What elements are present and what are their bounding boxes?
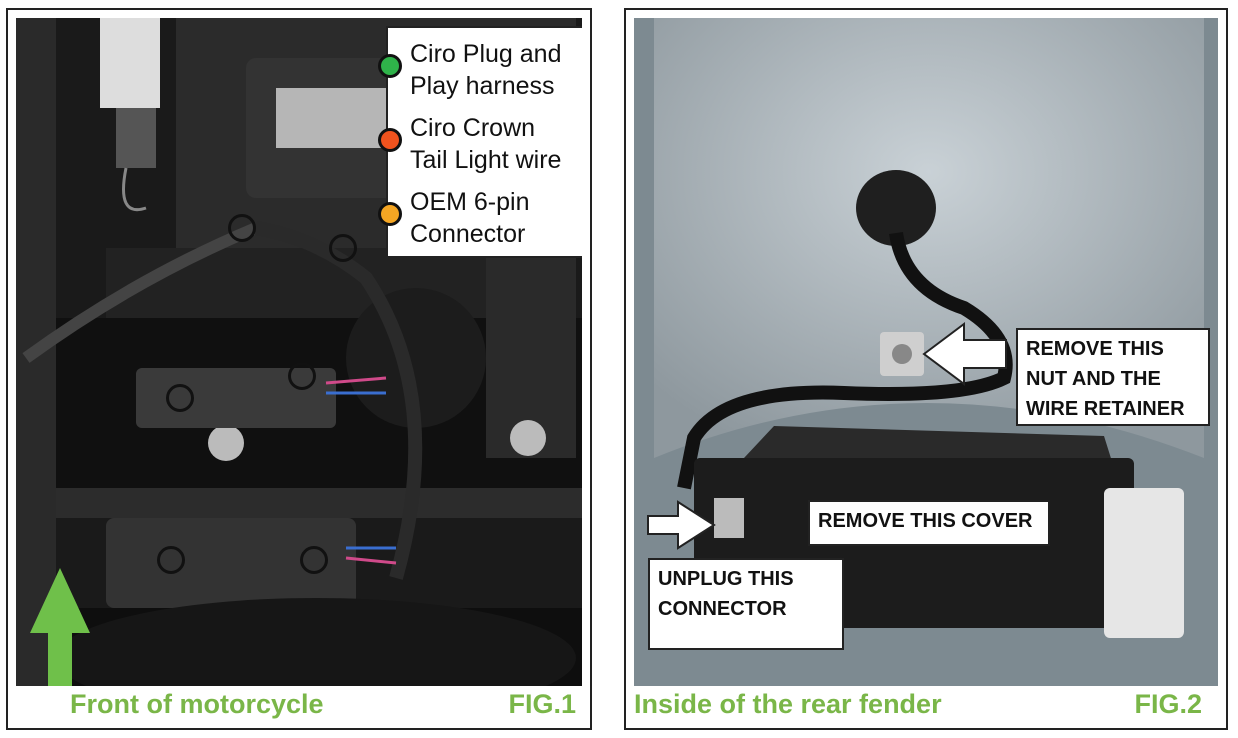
arrow-right-icon xyxy=(647,500,716,550)
legend-item-tail-light: Ciro Crown Tail Light wire xyxy=(378,112,582,176)
remove-cover-label: REMOVE THIS COVER xyxy=(808,500,1050,546)
marker-oem-connector-1 xyxy=(166,384,194,412)
marker-tail-light-wire xyxy=(228,214,256,242)
legend-item-plug-and-play: Ciro Plug and Play harness xyxy=(378,38,582,102)
figure-2-label: FIG.2 xyxy=(1134,689,1202,719)
arrow-left-icon xyxy=(922,322,1007,386)
legend-box: Ciro Plug and Play harness Ciro Crown Ta… xyxy=(378,26,582,258)
orange-dot-icon xyxy=(378,202,402,226)
figure-2-photo: REMOVE THIS NUT AND THE WIRE RETAINER RE… xyxy=(634,18,1218,686)
red-orange-dot-icon xyxy=(378,128,402,152)
marker-plug-and-play-2 xyxy=(288,362,316,390)
unplug-connector-label: UNPLUG THIS CONNECTOR xyxy=(648,558,844,650)
green-dot-icon xyxy=(378,54,402,78)
marker-oem-connector-2 xyxy=(157,546,185,574)
marker-plug-and-play-1 xyxy=(329,234,357,262)
figure-1-photo: Ciro Plug and Play harness Ciro Crown Ta… xyxy=(16,18,582,686)
remove-nut-label: REMOVE THIS NUT AND THE WIRE RETAINER xyxy=(1016,328,1210,426)
marker-plug-and-play-3 xyxy=(300,546,328,574)
figure-1-panel: Ciro Plug and Play harness Ciro Crown Ta… xyxy=(6,8,592,730)
front-arrow-icon xyxy=(30,568,90,686)
legend-item-oem-connector: OEM 6-pin Connector xyxy=(378,186,582,250)
figure-1-caption: Front of motorcycle xyxy=(70,689,324,719)
figure-2-panel: REMOVE THIS NUT AND THE WIRE RETAINER RE… xyxy=(624,8,1228,730)
figure-1-label: FIG.1 xyxy=(508,689,576,719)
figure-2-caption: Inside of the rear fender xyxy=(634,689,942,719)
